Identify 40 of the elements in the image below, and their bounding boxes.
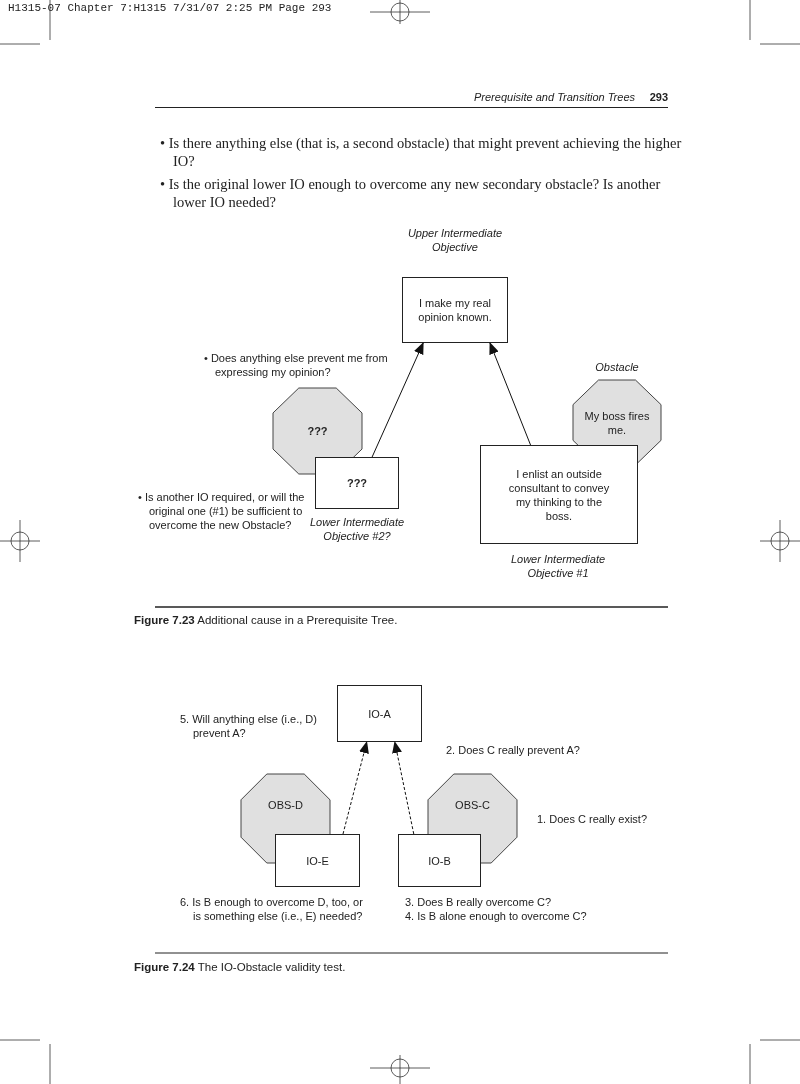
obstacle-octagon: [273, 388, 362, 474]
arrow: [342, 741, 369, 835]
node-caption: Upper Intermediate Objective: [406, 226, 504, 254]
figure-caption: Figure 7.23 Additional cause in a Prerequisite Tree.: [134, 613, 399, 627]
note-text: 1. Does C really exist?: [537, 812, 649, 826]
note-text: • Does anything else prevent me from expressing my opinion?: [204, 351, 389, 379]
arrow: [371, 342, 424, 458]
objective-box: [275, 834, 360, 887]
node-text: IO-A: [368, 706, 391, 721]
node-text: IO-B: [428, 853, 451, 868]
note-text: • Is another IO required, or will the original one (#1) be sufficient to overcome the new Obstacle?: [138, 490, 306, 532]
node-text: OBS-D: [268, 797, 303, 812]
objective-box: [398, 834, 481, 887]
note-text: 5. Will anything else (i.e., D) prevent A?: [180, 712, 318, 740]
objective-box: [337, 685, 422, 742]
bullet-text: • Is the original lower IO enough to overcome any new secondary obstacle? Is another lower IO needed?: [160, 175, 662, 211]
note-text: 3. Does B really overcome C?: [405, 895, 553, 909]
page-number: 293: [648, 90, 668, 104]
objective-box: [315, 457, 399, 509]
arrow: [489, 342, 532, 446]
node-text: ???: [346, 476, 368, 490]
print-slug: H1315-07 Chapter 7:H1315 7/31/07 2:25 PM Page 293: [8, 1, 333, 15]
note-text: 2. Does C really prevent A?: [446, 743, 581, 757]
node-text: I make my real opinion known.: [417, 296, 493, 324]
note-text: 4. Is B alone enough to overcome C?: [405, 909, 588, 923]
arrow: [392, 741, 415, 835]
node-text: I enlist an outside consultant to convey my thinking to the boss.: [507, 466, 611, 523]
running-head: Prerequisite and Transition Trees: [473, 90, 635, 104]
node-text: OBS-C: [455, 797, 490, 812]
node-text: My boss fires me.: [583, 408, 651, 437]
figure-caption: Figure 7.24 The IO-Obstacle validity test.: [134, 960, 347, 974]
objective-box: [402, 277, 508, 343]
node-text: IO-E: [306, 853, 329, 868]
note-text: 6. Is B enough to overcome D, too, or is something else (i.e., E) needed?: [180, 895, 364, 923]
objective-box: [480, 445, 638, 544]
node-text: ???: [307, 424, 328, 438]
node-caption: Lower Intermediate Objective #2?: [308, 515, 406, 543]
node-caption: Obstacle: [594, 360, 640, 374]
bullet-text: • Is there anything else (that is, a second obstacle) that might prevent achieving the higher IO?: [160, 134, 683, 170]
node-caption: Lower Intermediate Objective #1: [509, 552, 607, 580]
